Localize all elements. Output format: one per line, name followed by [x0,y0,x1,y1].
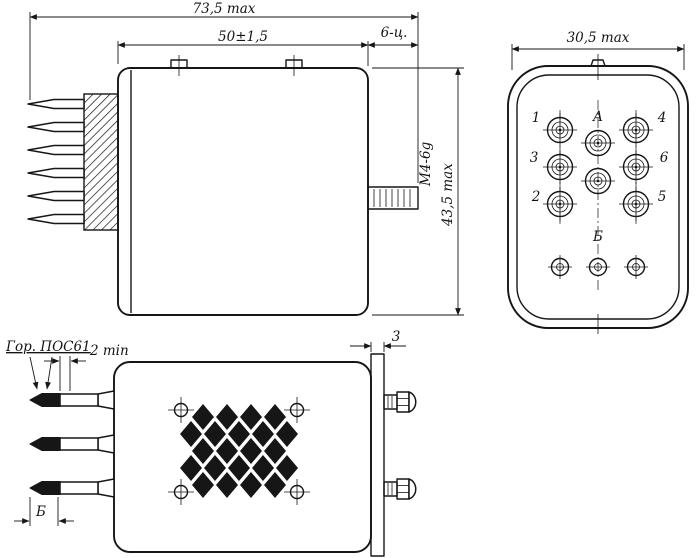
pin-shank [59,393,99,407]
pin-solder-tip [29,393,61,407]
pin-label-b: Б [592,229,603,245]
dim-flange-thickness: 3 [350,329,406,352]
relay-body-side [117,67,369,316]
solder-callout-label: Гор. ПОС61 [5,339,91,355]
thread-callout-label: М4-6g [418,141,434,187]
pin-blade [27,144,85,156]
dim-ref-b: Б [14,497,74,526]
dim-ref-b-label: Б [35,504,46,520]
pin-blade [27,121,85,133]
dim-solder-min: 2 min [44,343,129,391]
pin-shank [59,481,99,495]
pin-blade [27,98,85,110]
pin-base [97,390,115,410]
mounting-ear-right [285,55,303,76]
dim-shell-width-label: 30,5 max [567,30,630,46]
dim-total-length: 73,5 max [29,1,419,183]
threaded-stud [367,186,419,210]
pin-label-6: 6 [660,150,669,166]
dim-height: 43,5 max [372,67,464,316]
pin-label-3: 3 [530,150,539,166]
mounting-ear-left [170,55,188,76]
mounting-flange [370,353,385,557]
flange-stud-top [383,391,417,413]
pin-label-4: 4 [657,110,667,126]
contact-1 [543,113,577,147]
pin-base [97,478,115,498]
contact-center [581,167,615,195]
pin-label-1: 1 [532,110,541,126]
rear-view: 1 3 2 А 4 6 5 Б 30,5 max [507,30,689,334]
mounting-hole-marks [168,397,310,505]
dim-total-length-label: 73,5 max [193,1,256,17]
bottom-view: 3 Гор. ПОС61 2 min [5,329,417,557]
pin-solder-tip [29,481,61,495]
dim-stud-label: 6-ц. [381,25,408,41]
bottom-pins [29,390,115,498]
pin-label-a: А [592,109,603,125]
contact-3 [543,150,577,184]
pin-block [83,93,119,231]
pin-solder-tip [29,437,61,451]
pin-blade [27,167,85,179]
relay-body-bottom [113,361,372,553]
side-pins [27,98,85,225]
contact-6 [619,150,653,184]
contact-2 [543,187,577,221]
pin-blade [27,190,85,202]
dim-shell-width: 30,5 max [511,30,685,70]
contact-5 [619,187,653,221]
dim-height-label: 43,5 max [440,163,456,227]
pin-label-5: 5 [658,189,667,205]
solder-callout: Гор. ПОС61 [5,339,91,390]
side-view: 73,5 max 50±1,5 6-ц. М4-6g 43,5 max [27,1,464,316]
dim-body-length: 50±1,5 [117,29,369,66]
dim-body-length-label: 50±1,5 [218,29,268,45]
pin-blade [27,213,85,225]
pin-shank [59,437,99,451]
contact-4 [619,113,653,147]
dim-solder-min-label: 2 min [89,343,129,359]
pin-label-2: 2 [531,189,541,205]
dim-flange-thickness-label: 3 [392,329,401,345]
dim-stud: 6-ц. [367,25,419,48]
pin-base [97,434,115,454]
contact-a [581,129,615,157]
flange-stud-bottom [383,478,417,500]
contact-small-row [548,255,648,279]
diamond-pattern [180,404,298,498]
